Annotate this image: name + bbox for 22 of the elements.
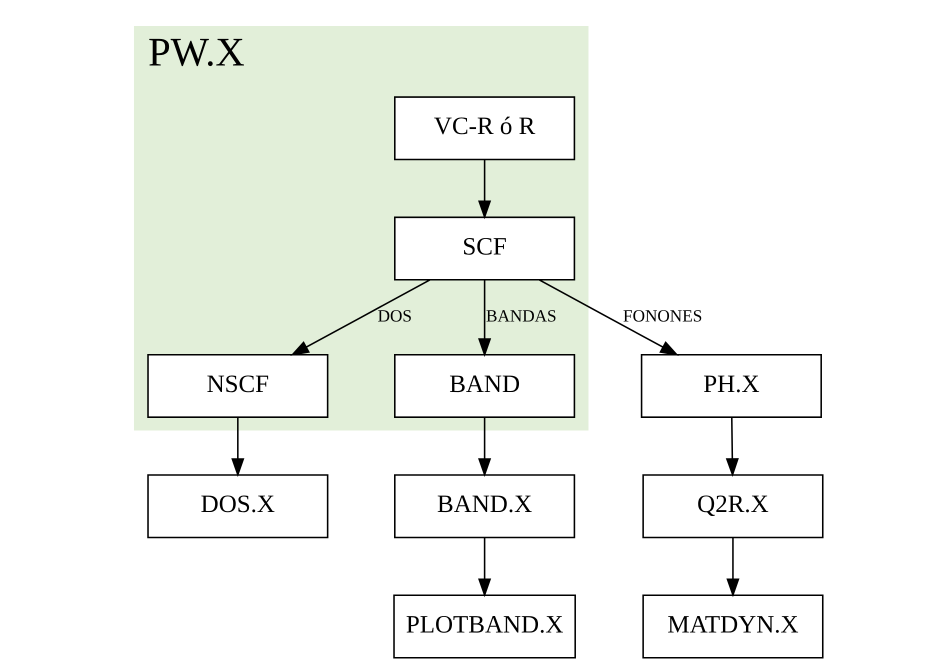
arrow — [726, 418, 739, 477]
arrow — [726, 538, 740, 598]
arrow — [478, 160, 492, 220]
edge-label: DOS — [378, 306, 412, 326]
node-box: BAND — [394, 354, 576, 418]
node-box: Q2R.X — [642, 474, 824, 538]
node-box: DOS.X — [147, 474, 328, 538]
node-box: PH.X — [640, 354, 822, 418]
node-box: SCF — [394, 216, 576, 281]
arrow — [478, 418, 492, 477]
edge-label: FONONES — [623, 306, 702, 326]
arrow — [478, 280, 492, 358]
node-box: MATDYN.X — [642, 594, 824, 659]
node-box: VC-R ó R — [394, 96, 576, 160]
node-box: PLOTBAND.X — [393, 594, 576, 659]
node-box: BAND.X — [394, 474, 576, 538]
node-box: NSCF — [147, 354, 328, 418]
arrow — [539, 279, 679, 356]
arrow — [290, 279, 430, 356]
edge-label: BANDAS — [486, 306, 557, 326]
arrow — [231, 418, 244, 477]
arrow — [478, 538, 492, 598]
